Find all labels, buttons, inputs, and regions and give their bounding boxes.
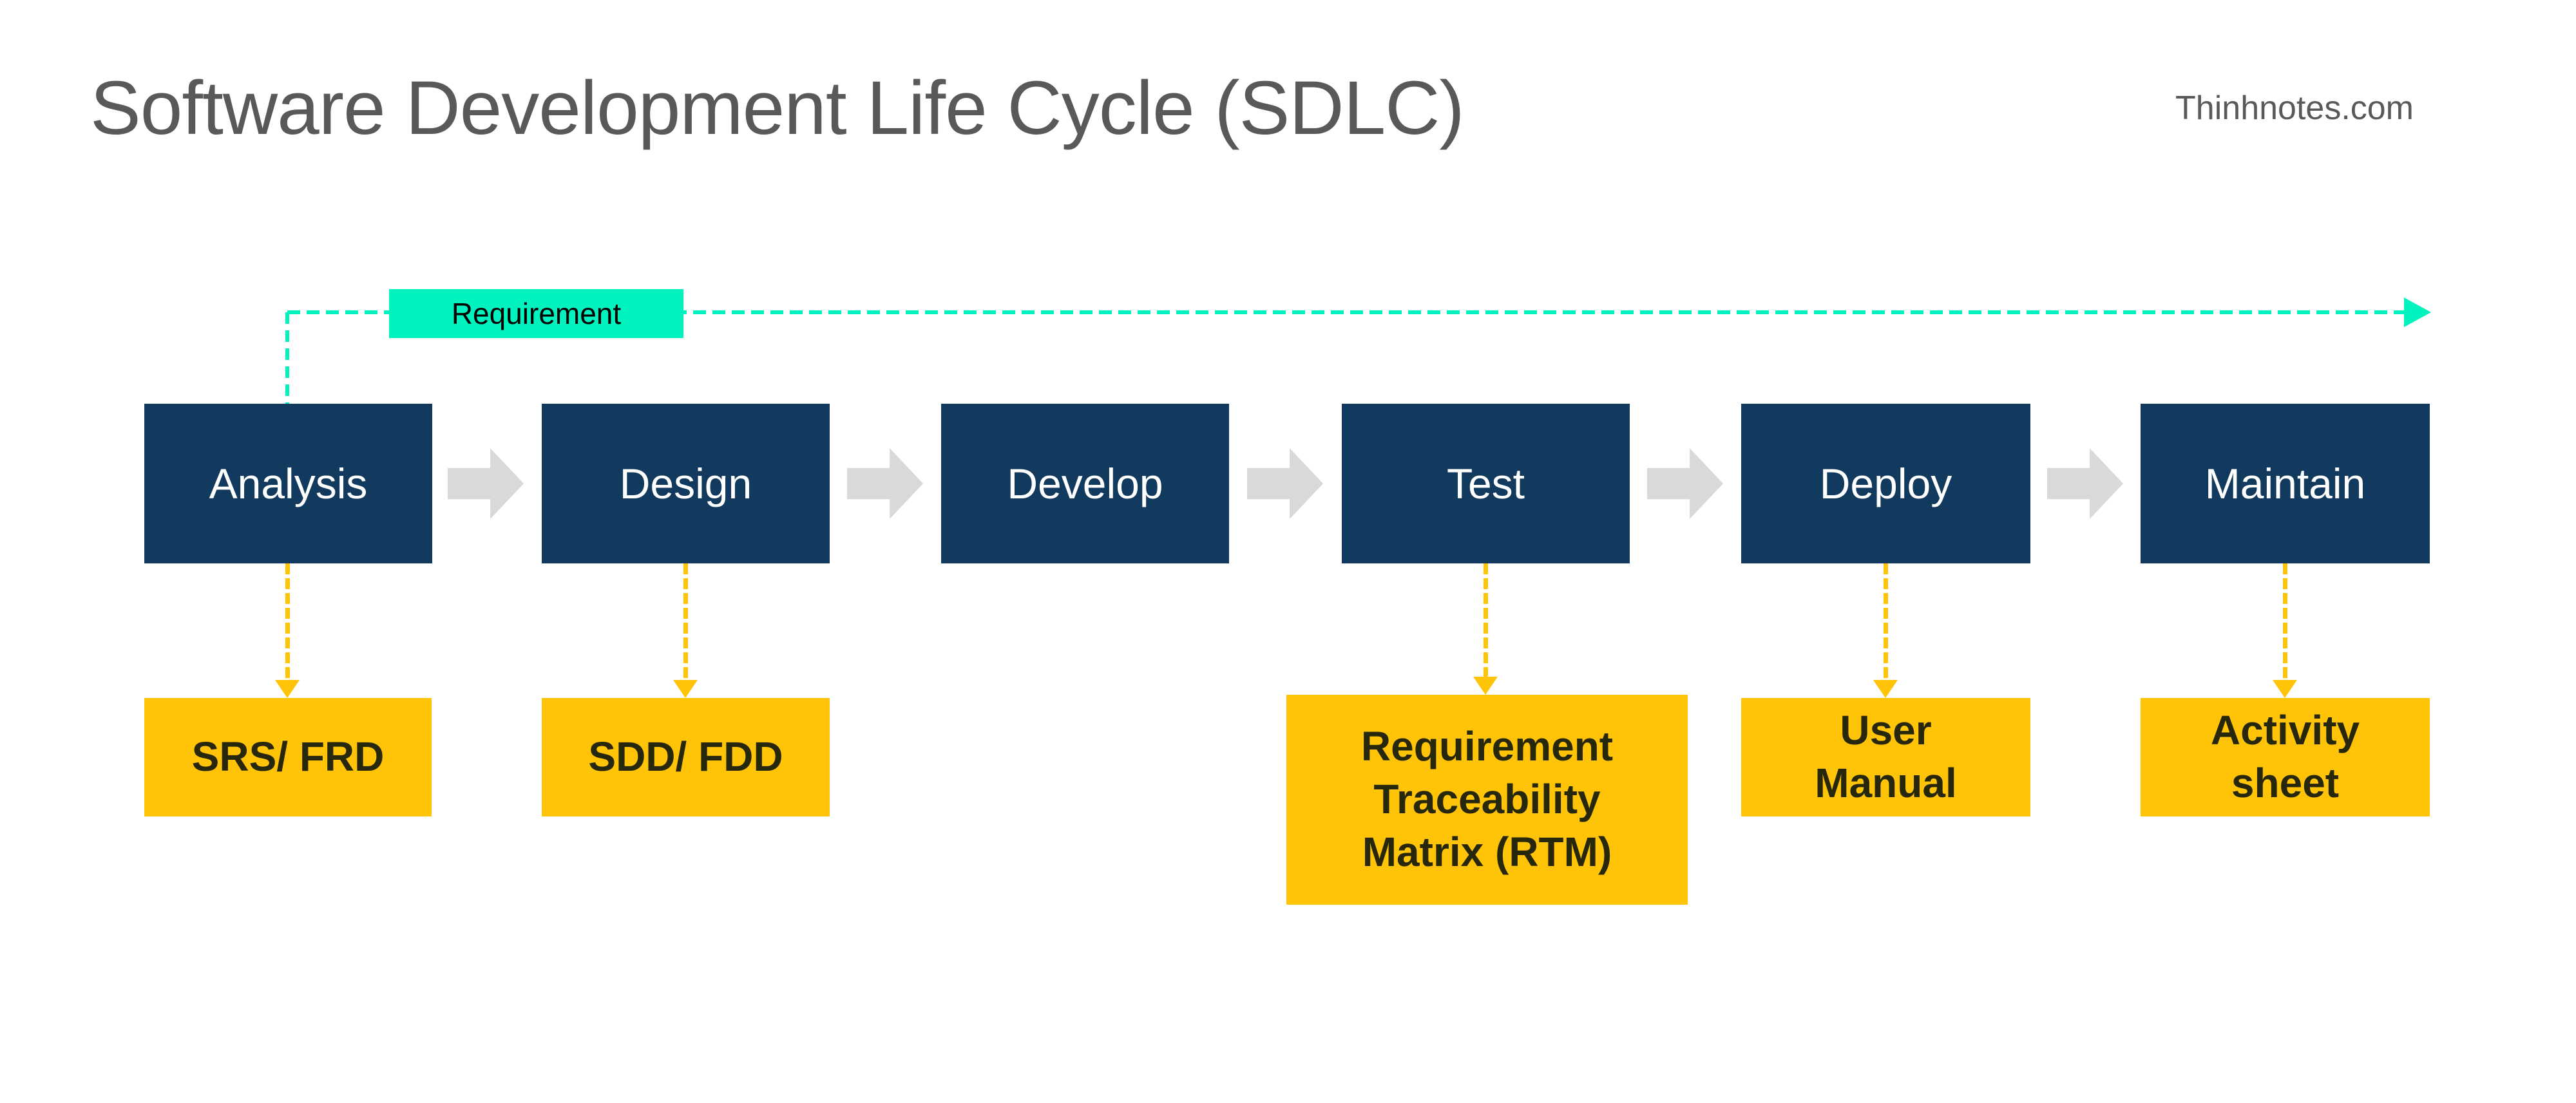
deliverable-arrowhead-icon xyxy=(673,680,698,698)
stage-label-test: Test xyxy=(1446,460,1525,507)
deliverable-label: SDD/ FDD xyxy=(588,733,783,780)
deliverable-arrowhead-icon xyxy=(1873,680,1898,698)
deliverable-box-user-manual: User Manual xyxy=(1741,698,2030,816)
requirement-flow-line-vertical xyxy=(285,312,289,404)
deliverable-box-activity-sheet: Activity sheet xyxy=(2141,698,2430,816)
deliverable-box-rtm: Requirement Traceability Matrix (RTM) xyxy=(1286,695,1688,905)
deliverable-label: Activity sheet xyxy=(2210,707,2360,806)
stage-box-deploy: Deploy xyxy=(1741,404,2030,563)
stage-label-deploy: Deploy xyxy=(1819,460,1952,507)
deliverable-label: User Manual xyxy=(1815,707,1957,806)
deliverable-label: SRS/ FRD xyxy=(191,733,385,780)
deliverable-arrowhead-icon xyxy=(275,680,300,698)
deliverable-arrow-maintain xyxy=(2283,563,2287,681)
deliverable-arrowhead-icon xyxy=(2273,680,2297,698)
stage-label-develop: Develop xyxy=(1007,460,1163,507)
stage-label-design: Design xyxy=(619,460,752,507)
deliverable-label: Requirement Traceability Matrix (RTM) xyxy=(1360,723,1614,875)
deliverable-arrow-analysis xyxy=(285,563,290,681)
flow-arrow-icon xyxy=(2047,448,2123,519)
deliverable-arrow-test xyxy=(1484,563,1488,677)
requirement-flow-line-horizontal xyxy=(287,310,2404,314)
stage-box-design: Design xyxy=(542,404,830,563)
stage-box-maintain: Maintain xyxy=(2141,404,2430,563)
flow-arrow-icon xyxy=(1647,448,1723,519)
stage-label-maintain: Maintain xyxy=(2204,460,2366,507)
deliverable-arrow-design xyxy=(683,563,688,681)
flow-arrow-icon xyxy=(448,448,524,519)
stage-box-test: Test xyxy=(1342,404,1630,563)
flow-arrow-icon xyxy=(847,448,923,519)
page-title: Software Development Life Cycle (SDLC) xyxy=(90,66,1465,151)
requirement-label-box: Requirement xyxy=(389,289,683,338)
requirement-label: Requirement xyxy=(451,297,622,330)
deliverable-arrowhead-icon xyxy=(1473,677,1498,695)
watermark: Thinhnotes.com xyxy=(2175,90,2414,127)
stage-box-develop: Develop xyxy=(941,404,1229,563)
stage-label-analysis: Analysis xyxy=(209,460,368,507)
deliverable-box-srs-frd: SRS/ FRD xyxy=(144,698,432,816)
flow-arrow-icon xyxy=(1247,448,1323,519)
requirement-flow-arrowhead-icon xyxy=(2404,297,2431,327)
deliverable-arrow-deploy xyxy=(1884,563,1888,681)
stage-box-analysis: Analysis xyxy=(144,404,432,563)
deliverable-box-sdd-fdd: SDD/ FDD xyxy=(542,698,830,816)
